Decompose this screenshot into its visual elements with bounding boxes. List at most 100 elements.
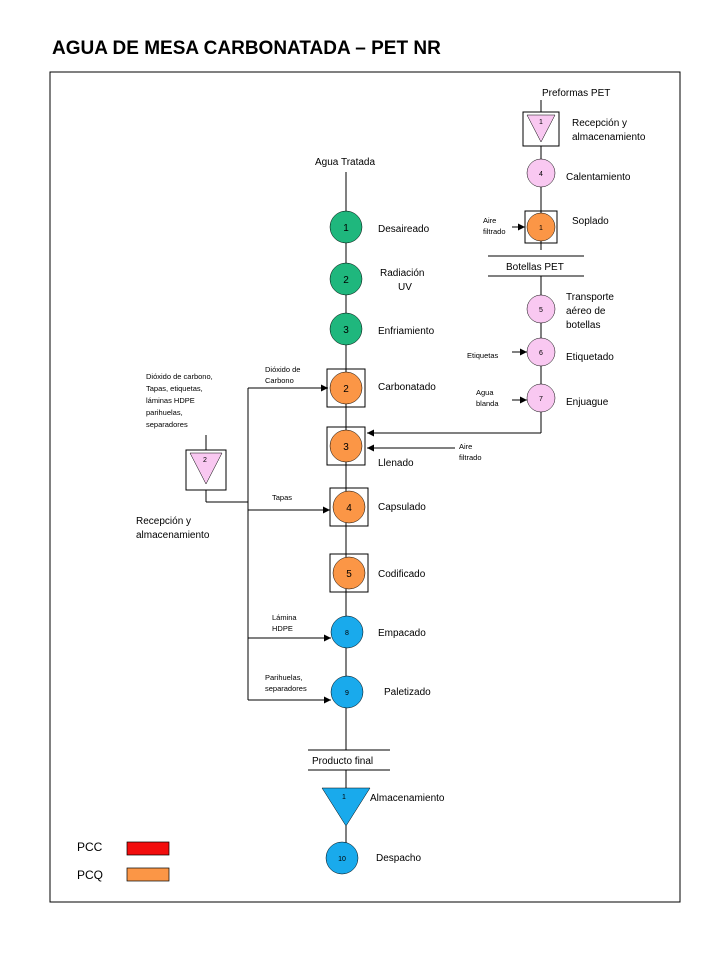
agua-tratada-label: Agua Tratada — [315, 157, 375, 168]
page-title: AGUA DE MESA CARBONATADA – PET NR — [52, 38, 441, 59]
step-almacenamiento: 1 Almacenamiento — [321, 787, 445, 827]
step-llenado-label: Llenado — [378, 458, 414, 469]
soplado-input-label-2: filtrado — [483, 227, 506, 236]
step-soplado: 1 Soplado Aire filtrado — [483, 210, 609, 244]
soplado-input-label: Aire — [483, 216, 496, 225]
right-recepcion-label-2: almacenamiento — [572, 132, 646, 143]
step-etiquetado: 6 Etiquetado Etiquetas — [467, 337, 614, 367]
step-empacado: 8 Empacado — [330, 615, 426, 649]
preformas-label: Preformas PET — [542, 88, 610, 99]
parihuelas-label: Parihuelas, — [265, 673, 303, 682]
step-enfriamiento: 3 Enfriamiento — [329, 312, 435, 346]
step-enfriamiento-circle — [329, 312, 363, 346]
step-empacado-label: Empacado — [378, 628, 426, 639]
despacho-label: Despacho — [376, 853, 421, 864]
left-recepcion-triangle — [189, 452, 223, 485]
step-codificado-number: 5 — [346, 569, 352, 580]
step-paletizado-circle — [330, 675, 364, 709]
materials-line-4: parihuelas, — [146, 408, 183, 417]
materials-line-2: Tapas, etiquetas, — [146, 384, 203, 393]
left-recepcion: 2 Recepción y almacenamiento — [136, 449, 227, 541]
step-carbonatado-circle — [329, 371, 363, 405]
etiquetado-label: Etiquetado — [566, 352, 614, 363]
step-radiacion-circle — [329, 262, 363, 296]
step-capsulado-circle — [332, 490, 366, 524]
step-capsulado-label: Capsulado — [378, 502, 426, 513]
materials-line-1: Dióxido de carbono, — [146, 372, 213, 381]
legend-pcq-label: PCQ — [77, 868, 103, 882]
step-radiacion: 2 Radiación UV — [329, 262, 424, 296]
diagram-frame — [49, 71, 681, 903]
right-recepcion-label: Recepción y — [572, 118, 627, 129]
enjuague-input-label-2: blanda — [476, 399, 499, 408]
step-carbonatado: 2 Carbonatado — [326, 368, 436, 408]
step-capsulado: 4 Capsulado — [329, 487, 426, 527]
step-transporte: 5 Transporte aéreo de botellas — [526, 292, 614, 331]
step-paletizado-label: Paletizado — [384, 687, 431, 698]
transporte-label-2: aéreo de — [566, 306, 606, 317]
legend: PCC PCQ — [77, 840, 170, 882]
calentamiento-circle — [526, 158, 556, 188]
step-despacho: 10 Despacho — [325, 841, 421, 875]
step-carbonatado-label: Carbonatado — [378, 382, 436, 393]
left-recepcion-label: Recepción y — [136, 516, 191, 527]
enjuague-input-label: Agua — [476, 388, 494, 397]
co2-label-2: Carbono — [265, 376, 294, 385]
step-carbonatado-number: 2 — [343, 384, 349, 395]
calentamiento-number: 4 — [539, 171, 543, 178]
lamina-label-2: HDPE — [272, 624, 293, 633]
step-calentamiento: 4 Calentamiento — [526, 158, 631, 188]
legend-pcc-label: PCC — [77, 840, 103, 854]
etiquetado-number: 6 — [539, 350, 543, 357]
step-radiacion-number: 2 — [343, 275, 349, 286]
step-capsulado-box — [329, 487, 369, 527]
step-radiacion-label-2: UV — [398, 282, 412, 293]
step-desaireado-number: 1 — [343, 223, 349, 234]
llenado-air-label-2: filtrado — [459, 453, 482, 462]
step-enjuague: 7 Enjuague Agua blanda — [476, 383, 609, 413]
step-desaireado-label: Desaireado — [378, 224, 430, 235]
legend-pcq-swatch — [126, 867, 170, 882]
materials-line-3: láminas HDPE — [146, 396, 195, 405]
legend-pcc-swatch — [126, 841, 170, 856]
transporte-number: 5 — [539, 307, 543, 314]
step-desaireado-circle — [329, 210, 363, 244]
right-recepcion: 1 Recepción y almacenamiento — [522, 111, 646, 147]
soplado-label: Soplado — [572, 216, 609, 227]
parihuelas-label-2: separadores — [265, 684, 307, 693]
step-llenado-number: 3 — [343, 442, 349, 453]
transporte-circle — [526, 294, 556, 324]
step-codificado-label: Codificado — [378, 569, 426, 580]
step-desaireado: 1 Desaireado — [329, 210, 430, 244]
step-llenado: 3 Llenado — [326, 426, 414, 469]
soplado-number: 1 — [539, 225, 543, 232]
tapas-label: Tapas — [272, 493, 292, 502]
soplado-circle — [526, 212, 556, 242]
step-codificado-circle — [332, 556, 366, 590]
step-llenado-box — [326, 426, 366, 466]
despacho-number: 10 — [338, 856, 346, 863]
step-paletizado: 9 Paletizado — [330, 675, 431, 709]
producto-final-label: Producto final — [312, 756, 373, 767]
left-recepcion-number: 2 — [203, 457, 207, 464]
almacenamiento-triangle — [321, 787, 371, 827]
transporte-label-3: botellas — [566, 320, 600, 331]
right-recepcion-number: 1 — [539, 119, 543, 126]
etiquetado-input-label: Etiquetas — [467, 351, 499, 360]
botellas-pet: Botellas PET — [488, 255, 584, 277]
right-recepcion-triangle — [526, 114, 556, 143]
step-empacado-circle — [330, 615, 364, 649]
step-llenado-circle — [329, 429, 363, 463]
step-empacado-number: 8 — [345, 630, 349, 637]
step-codificado-box — [329, 553, 369, 593]
enjuague-circle — [526, 383, 556, 413]
step-enfriamiento-number: 3 — [343, 325, 349, 336]
step-paletizado-number: 9 — [345, 690, 349, 697]
enjuague-label: Enjuague — [566, 397, 609, 408]
calentamiento-label: Calentamiento — [566, 172, 631, 183]
llenado-air-label: Aire — [459, 442, 472, 451]
step-codificado: 5 Codificado — [329, 553, 426, 593]
left-recepcion-label-2: almacenamiento — [136, 530, 210, 541]
almacenamiento-number: 1 — [342, 794, 346, 801]
enjuague-number: 7 — [539, 396, 543, 403]
